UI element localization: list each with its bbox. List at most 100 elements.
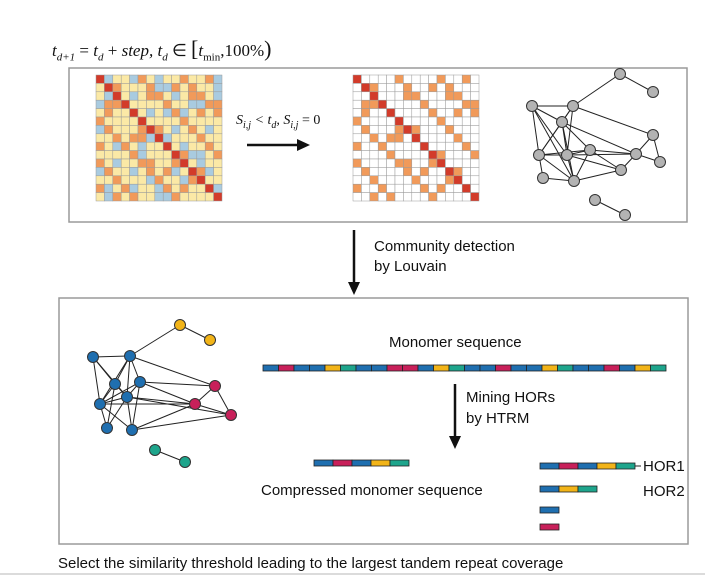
heatmap-cell [386,83,396,93]
heatmap-cell [95,158,105,168]
heatmap-cell [154,141,164,151]
heatmap-cell [453,141,463,151]
graph-edge [619,73,654,93]
heatmap-cell [470,167,480,177]
heatmap-cell [461,167,471,177]
heatmap-cell [146,167,156,177]
heatmap-cell [470,133,480,143]
heatmap-cell [445,116,455,126]
heatmap-cell [386,99,396,109]
heatmap-cell [436,83,446,93]
heatmap-cell [403,91,413,101]
graph-edge [126,396,232,416]
heatmap-cell [386,150,396,160]
heatmap-cell [146,116,156,126]
heatmap-cell [179,133,189,143]
monomer-block [495,364,512,372]
heatmap-cell [179,99,189,109]
heatmap-cell [196,183,206,193]
graph-node [209,380,221,392]
hor2-label: HOR2 [643,483,685,500]
heatmap-cell [470,83,480,93]
heatmap-cell [204,91,214,101]
heatmap-cell [95,150,105,160]
heatmap-cell [146,74,156,84]
heatmap-cell [411,175,421,185]
graph-edge [572,105,654,136]
heatmap-cell [120,74,130,84]
heatmap-cell [394,141,404,151]
heatmap-cell [154,99,164,109]
heatmap-cell [445,192,455,202]
heatmap-cell [369,150,379,160]
heatmap-cell [129,125,139,135]
heatmap-cell [213,133,223,143]
heatmap-cell [179,150,189,160]
heatmap-cell [171,150,181,160]
heatmap-cell [428,167,438,177]
heatmap-cell [461,99,471,109]
heatmap-cell [137,141,147,151]
heatmap-cell [196,175,206,185]
heatmap-cell [179,183,189,193]
heatmap-cell [104,133,114,143]
heatmap-cell [419,133,429,143]
heatmap-cell [112,133,122,143]
heatmap-cell [470,116,480,126]
heatmap-cell [445,91,455,101]
graph-edge [561,121,591,151]
heatmap-cell [188,175,198,185]
heatmap-cell [352,150,362,160]
heatmap-cell [196,192,206,202]
heatmap-cell [394,83,404,93]
monomer-block [464,364,481,372]
monomer-block [619,364,636,372]
heatmap-cell [436,99,446,109]
graph-edge [131,403,196,431]
heatmap-cell [369,125,379,135]
heatmap-cell [204,83,214,93]
heatmap-cell [162,150,172,160]
heatmap-cell [403,133,413,143]
heatmap-cell [137,108,147,118]
heatmap-cell [386,125,396,135]
graph-node [225,409,237,421]
heatmap-cell [213,116,223,126]
heatmap-cell [196,133,206,143]
heatmap-cell [213,175,223,185]
heatmap-cell [179,175,189,185]
monomer-block [596,462,617,470]
graph-node [584,144,596,156]
heatmap-cell [470,183,480,193]
heatmap-cell [436,133,446,143]
heatmap-cell [428,108,438,118]
heatmap-cell [369,108,379,118]
heatmap-cell [146,175,156,185]
heatmap-cell [411,158,421,168]
heatmap-cell [377,83,387,93]
heatmap-cell [377,175,387,185]
heatmap-cell [453,192,463,202]
heatmap-cell [461,192,471,202]
monomer-block [262,364,279,372]
heatmap-cell [445,150,455,160]
louvain-label: by Louvain [374,258,447,275]
hor1-label: HOR1 [643,458,685,475]
heatmap-cell [154,116,164,126]
heatmap-cell [352,125,362,135]
heatmap-cell [162,183,172,193]
graph-node [126,424,138,436]
graph-node [134,376,146,388]
heatmap-cell [137,183,147,193]
heatmap-cell [196,108,206,118]
heatmap-cell [104,108,114,118]
monomer-block [293,364,310,372]
heatmap-cell [162,175,172,185]
monomer-block [370,459,391,467]
heatmap-cell [95,125,105,135]
monomer-block [526,364,543,372]
heatmap-cell [188,91,198,101]
graph-node [121,391,133,403]
heatmap-cell [95,167,105,177]
monomer-block [539,462,560,470]
